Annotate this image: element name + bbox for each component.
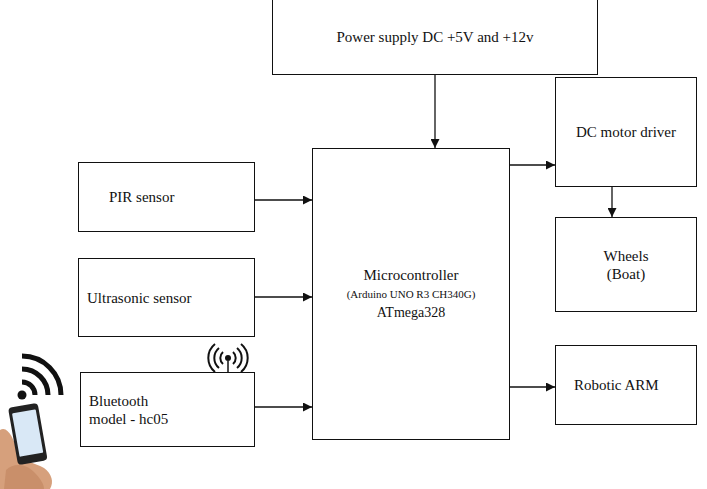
box-label: ATmega328 [377, 305, 445, 322]
box-label: (Arduino UNO R3 CH340G) [347, 288, 476, 301]
box-label: Wheels (Boat) [595, 247, 657, 283]
box-label: Microcontroller [364, 266, 459, 284]
antenna-symbol [208, 344, 247, 372]
box-label: Bluetooth model - hc05 [89, 392, 189, 428]
process-box: DC motor driver [555, 77, 697, 187]
box-label: Power supply DC +5V and +12v [336, 28, 533, 46]
process-box: Wheels (Boat) [555, 217, 697, 312]
process-box: Bluetooth model - hc05 [80, 372, 255, 447]
process-box: Power supply DC +5V and +12v [272, 0, 598, 75]
arrow-connector [510, 386, 555, 387]
wifi-symbol [18, 356, 62, 400]
arrow-connector [255, 296, 312, 297]
arrow-connector [255, 199, 312, 200]
box-label: Robotic ARM [574, 376, 659, 394]
phone-in-hand [0, 403, 52, 489]
arrow-connector [434, 75, 435, 148]
arrow-connector [510, 164, 555, 165]
box-label: Ultrasonic sensor [87, 289, 192, 307]
process-box: Robotic ARM [555, 345, 697, 425]
process-box: PIR sensor [78, 162, 255, 232]
box-label: PIR sensor [109, 188, 174, 206]
arrow-connector [611, 187, 612, 217]
process-box: Microcontroller (Arduino UNO R3 CH340G) AT… [312, 148, 510, 440]
arrow-connector [255, 406, 312, 407]
process-box: Ultrasonic sensor [78, 258, 255, 337]
box-label: DC motor driver [576, 123, 676, 141]
